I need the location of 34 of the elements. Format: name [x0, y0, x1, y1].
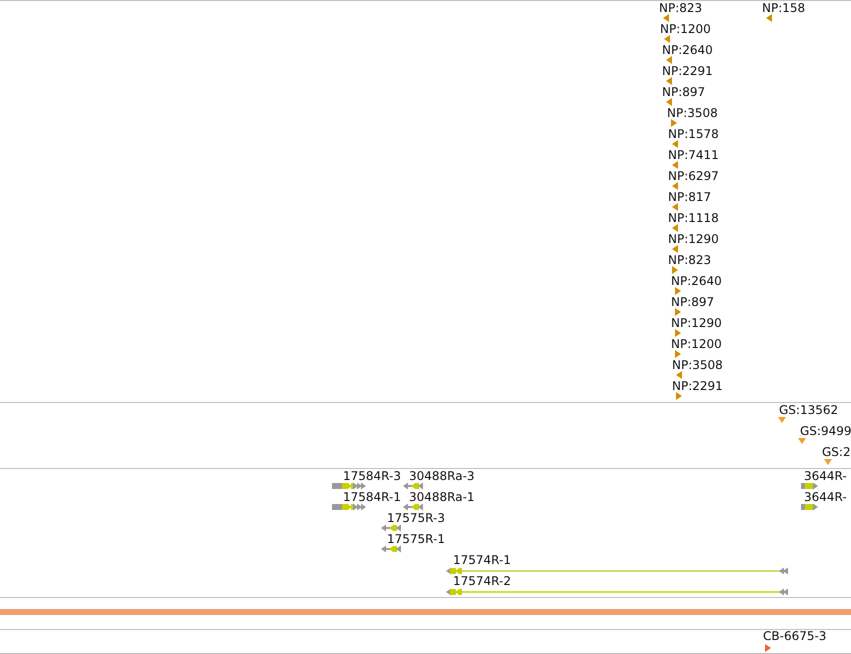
feature-label: 17574R-2 [453, 574, 511, 588]
feature-label: 3644R- [804, 469, 847, 483]
feature-label: GS:13562 [779, 403, 838, 417]
feature-label: NP:1290 [668, 232, 719, 246]
feature-label: NP:1200 [671, 337, 722, 351]
feature-label: 30488Ra-3 [409, 469, 475, 483]
feature-label: NP:2291 [662, 64, 713, 78]
feature-label: GS:9499 [800, 424, 851, 438]
feature-label: NP:1290 [671, 316, 722, 330]
feature-label: 3644R- [804, 490, 847, 504]
feature-label: NP:2291 [672, 379, 723, 393]
feature-label: NP:1200 [660, 22, 711, 36]
feature-label: NP:1578 [668, 127, 719, 141]
feature-label: NP:158 [762, 1, 806, 15]
feature-label: 17575R-1 [387, 532, 445, 546]
feature-label: 17575R-3 [387, 511, 445, 525]
feature-label: 17574R-1 [453, 553, 511, 567]
feature-label: 17584R-1 [343, 490, 401, 504]
feature-label: NP:897 [662, 85, 706, 99]
feature-label: NP:823 [659, 1, 702, 15]
feature-label: NP:823 [668, 253, 712, 267]
feature-label: 17584R-3 [343, 469, 401, 483]
feature-label: NP:897 [671, 295, 714, 309]
feature-label: NP:2640 [662, 43, 713, 57]
feature-label: NP:1118 [668, 211, 719, 225]
feature-label: GS:2 [822, 445, 851, 459]
feature-label: NP:817 [668, 190, 712, 204]
feature-label: NP:3508 [672, 358, 723, 372]
feature-label: NP:3508 [667, 106, 718, 120]
feature-label: NP:6297 [668, 169, 719, 183]
feature-label: NP:7411 [668, 148, 719, 162]
feature-label: NP:2640 [671, 274, 722, 288]
feature-label: 30488Ra-1 [409, 490, 475, 504]
feature-label: CB-6675-3 [763, 629, 826, 643]
